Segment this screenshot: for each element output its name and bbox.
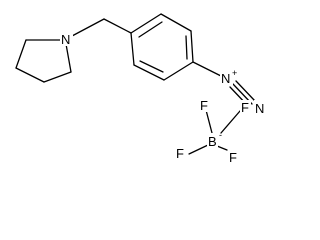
- pyrrolidine-ring: [15, 39, 72, 83]
- atom-b: B: [208, 134, 217, 149]
- atom-n-pyrrolidine: N: [61, 32, 70, 47]
- ring-bond-c2-c3: [43, 71, 72, 83]
- bond-ch2-ring: [103, 18, 132, 34]
- benzene-bond-4: [163, 61, 194, 81]
- ring-bond-n-c2: [65, 43, 72, 73]
- bond-b-f-left: [188, 144, 209, 155]
- ring-bond-c3-c4: [15, 67, 45, 83]
- structure-diagram: N N + N F F B - F F: [15, 13, 265, 165]
- atom-n-diazonium-2: N: [255, 101, 264, 116]
- triple-bond-line-2: [235, 80, 256, 102]
- benzene-bond-1: [130, 13, 162, 34]
- bond-b-f-right: [220, 110, 241, 134]
- bond-n-ch2: [71, 18, 105, 37]
- atom-f-bottom: F: [229, 150, 237, 165]
- ring-bond-c4-c5: [15, 39, 27, 69]
- tetrafluoroborate-bonds: [188, 109, 241, 155]
- bond-ring-n-diazonium: [192, 61, 222, 77]
- benzene-bond-2: [160, 13, 192, 32]
- benzene-ring: [130, 13, 194, 81]
- benzene-double-1: [138, 21, 163, 38]
- bond-b-f-bottom: [216, 145, 228, 151]
- atom-n-diazonium-1: N: [221, 71, 230, 86]
- atom-f-top: F: [200, 98, 208, 113]
- benzene-bond-5: [133, 64, 165, 81]
- atom-f-right: F: [241, 100, 249, 115]
- charge-n-plus: +: [232, 68, 237, 78]
- benzene-double-2: [185, 35, 188, 60]
- benzene-bond-3: [190, 30, 194, 63]
- bond-b-f-top: [205, 109, 213, 134]
- charge-b-minus: -: [219, 130, 222, 140]
- benzene-double-3: [139, 60, 164, 73]
- benzene-bond-6: [130, 32, 135, 66]
- atom-f-left: F: [176, 146, 184, 161]
